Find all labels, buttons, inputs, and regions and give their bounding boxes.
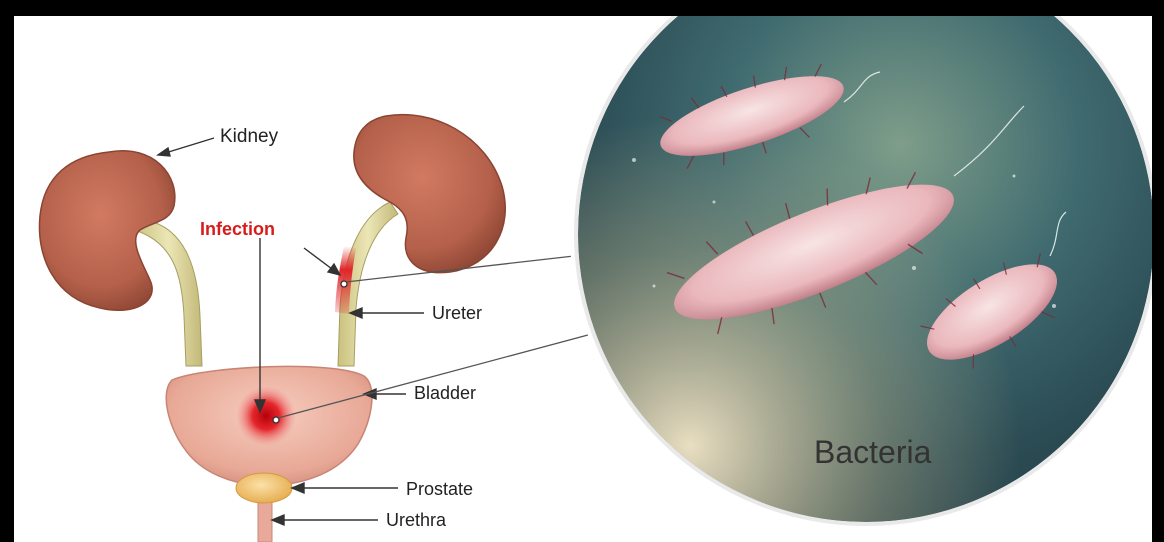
bacteria-label: Bacteria <box>814 434 931 471</box>
kidney-pointer <box>162 138 214 154</box>
right-kidney <box>354 115 505 273</box>
infection-label: Infection <box>200 219 275 240</box>
urinary-tract-illustration <box>14 16 1152 542</box>
prostate-label: Prostate <box>406 479 473 500</box>
bladder-label: Bladder <box>414 383 476 404</box>
urethra-label: Urethra <box>386 510 446 531</box>
prostate-gland <box>236 473 292 503</box>
kidney-label: Kidney <box>220 126 278 148</box>
diagram-panel: Kidney Infection Ureter Bladder Prostate… <box>14 16 1152 542</box>
ureter-label: Ureter <box>432 303 482 324</box>
